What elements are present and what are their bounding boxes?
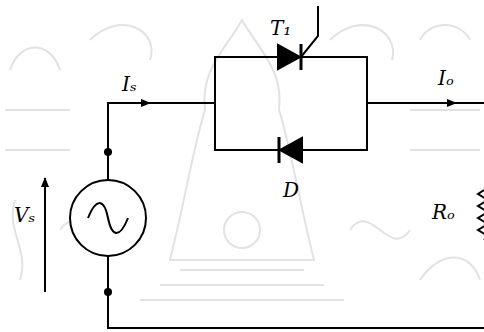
- component-label: Rₒ: [432, 202, 455, 222]
- current-arrow: [440, 102, 456, 104]
- voltage-arrow: [44, 178, 46, 292]
- terminal-dot: [104, 148, 112, 156]
- watermark: [5, 20, 480, 300]
- component-label: T₁: [270, 18, 291, 38]
- ac-source-symbol: [70, 180, 146, 256]
- component-label: D: [283, 180, 299, 200]
- current-label: Iₒ: [438, 68, 454, 88]
- voltage-label: Vₛ: [14, 205, 35, 225]
- current-label: Iₛ: [122, 74, 137, 94]
- thyristor-symbol: [278, 6, 318, 70]
- wires: [108, 57, 484, 328]
- diode-symbol: [279, 137, 302, 163]
- resistor-symbol: [478, 190, 484, 240]
- terminal-dot: [104, 288, 112, 296]
- current-arrow: [135, 102, 150, 104]
